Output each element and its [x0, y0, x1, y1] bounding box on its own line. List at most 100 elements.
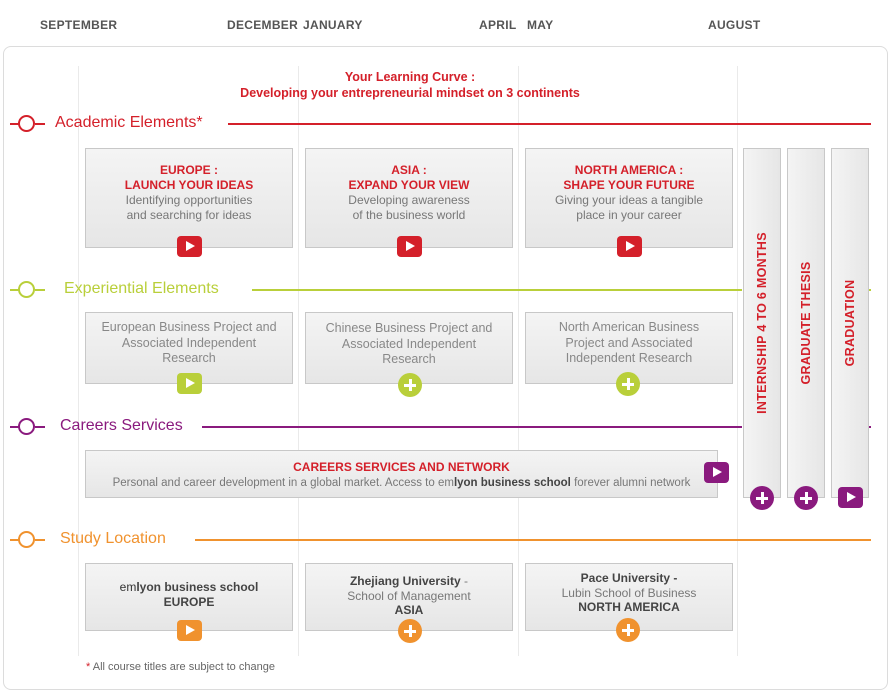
card-description: Personal and career development in a glo… — [86, 476, 717, 491]
graduation-card[interactable]: GRADUATION — [831, 148, 869, 498]
footnote-text: All course titles are subject to change — [90, 661, 275, 673]
card-text: Associated Independent — [121, 335, 257, 350]
plus-button[interactable] — [398, 619, 422, 643]
school-name-bold: lyon business school — [136, 580, 259, 594]
academic-card-north-america[interactable]: NORTH AMERICA : SHAPE YOUR FUTURE Giving… — [525, 148, 733, 257]
study-tick — [10, 539, 20, 541]
card-heading: NORTH AMERICA : — [574, 163, 684, 177]
play-button[interactable] — [704, 462, 729, 483]
region-label: EUROPE — [163, 594, 215, 609]
play-button[interactable] — [177, 236, 202, 257]
region-label: NORTH AMERICA — [578, 600, 680, 614]
card-heading: SHAPE YOUR FUTURE — [563, 178, 695, 192]
region-label: ASIA — [394, 603, 424, 617]
internship-card[interactable]: INTERNSHIP 4 TO 6 MONTHS — [743, 148, 781, 498]
study-card-asia[interactable]: Zhejiang University - School of Manageme… — [305, 563, 513, 643]
grid-line — [78, 66, 79, 656]
play-button[interactable] — [838, 487, 863, 508]
card-heading: CAREERS SERVICES AND NETWORK — [293, 460, 510, 474]
card-heading: EXPAND YOUR VIEW — [348, 178, 470, 192]
month-april: APRIL — [479, 18, 517, 32]
month-december: DECEMBER — [227, 18, 299, 32]
study-card-north-america[interactable]: Pace University - Lubin School of Busine… — [525, 563, 733, 642]
play-button[interactable] — [397, 236, 422, 257]
academic-line — [228, 123, 871, 125]
experiential-card-north-america[interactable]: North American Business Project and Asso… — [525, 312, 733, 396]
school-name-bold: Pace University - — [580, 571, 678, 585]
school-prefix: em — [119, 580, 137, 594]
academic-tick — [10, 123, 20, 125]
footnote-star: * — [86, 661, 91, 673]
school-region: NORTH AMERICA — [526, 600, 732, 615]
study-circle-icon — [18, 531, 35, 548]
school-region: EUROPE — [86, 595, 292, 610]
experiential-card-europe[interactable]: European Business Project and Associated… — [85, 312, 293, 394]
school-name: emlyon business school — [86, 580, 292, 595]
title-line-1: Your Learning Curve : — [344, 70, 476, 84]
plus-button[interactable] — [398, 373, 422, 397]
grid-line — [298, 66, 299, 656]
play-button[interactable] — [617, 236, 642, 257]
plus-button[interactable] — [750, 486, 774, 510]
play-button[interactable] — [177, 373, 202, 394]
experiential-circle-icon — [18, 281, 35, 298]
card-text: Research — [162, 351, 216, 365]
academic-card-europe[interactable]: EUROPE : LAUNCH YOUR IDEAS Identifying o… — [85, 148, 293, 257]
vertical-label: GRADUATION — [843, 279, 857, 367]
card-description: Identifying opportunities — [125, 193, 253, 207]
school-subname: School of Management — [347, 588, 471, 603]
experiential-tick — [10, 289, 20, 291]
card-text: Research — [382, 352, 436, 366]
vertical-label: GRADUATE THESIS — [799, 261, 813, 385]
card-description: Giving your ideas a tangible — [554, 193, 704, 207]
school-name: Pace University - — [526, 571, 732, 586]
school-region: ASIA — [306, 603, 512, 618]
footnote: * All course titles are subject to chang… — [86, 661, 275, 673]
plus-button[interactable] — [794, 486, 818, 510]
experiential-tick — [35, 289, 45, 291]
careers-tick — [10, 426, 20, 428]
page-title: Your Learning Curve : Developing your en… — [150, 69, 670, 101]
card-heading: LAUNCH YOUR IDEAS — [124, 178, 254, 192]
card-text: Project and Associated — [565, 335, 693, 350]
card-heading: EUROPE : — [159, 163, 218, 177]
careers-tick — [35, 426, 45, 428]
month-august: AUGUST — [708, 18, 761, 32]
card-text: Chinese Business Project and — [325, 321, 493, 335]
month-january: JANUARY — [303, 18, 363, 32]
play-button[interactable] — [177, 620, 202, 641]
plus-button[interactable] — [616, 372, 640, 396]
study-card-europe[interactable]: emlyon business school EUROPE — [85, 563, 293, 641]
card-description: Developing awareness — [348, 193, 470, 207]
card-text: Independent Research — [565, 351, 693, 365]
careers-services-card[interactable]: CAREERS SERVICES AND NETWORK Personal an… — [85, 450, 729, 498]
grid-line — [518, 66, 519, 656]
careers-text-school: lyon business school — [453, 477, 571, 489]
school-suffix: - — [460, 574, 469, 588]
study-line — [195, 539, 871, 541]
academic-card-asia[interactable]: ASIA : EXPAND YOUR VIEW Developing aware… — [305, 148, 513, 257]
card-description: and searching for ideas — [126, 208, 252, 222]
academic-tick — [35, 123, 45, 125]
card-text: Associated Independent — [341, 336, 477, 351]
graduate-thesis-card[interactable]: GRADUATE THESIS — [787, 148, 825, 498]
school-subname: Lubin School of Business — [561, 585, 697, 600]
careers-text-after: forever alumni network — [570, 477, 691, 489]
careers-circle-icon — [18, 418, 35, 435]
month-may: MAY — [527, 18, 554, 32]
careers-text-before: Personal and career development in a glo… — [112, 477, 454, 489]
experiential-section-label: Experiential Elements — [64, 280, 219, 297]
card-text: North American Business — [558, 320, 700, 334]
careers-line — [202, 426, 742, 428]
card-heading: ASIA : — [391, 163, 427, 177]
experiential-line — [252, 289, 742, 291]
vertical-label: INTERNSHIP 4 TO 6 MONTHS — [755, 232, 769, 414]
study-tick — [35, 539, 45, 541]
plus-button[interactable] — [616, 618, 640, 642]
experiential-card-asia[interactable]: Chinese Business Project and Associated … — [305, 312, 513, 397]
month-september: SEPTEMBER — [40, 18, 118, 32]
card-text: European Business Project and — [101, 320, 277, 334]
card-description: place in your career — [576, 208, 682, 222]
grid-line — [737, 66, 738, 656]
